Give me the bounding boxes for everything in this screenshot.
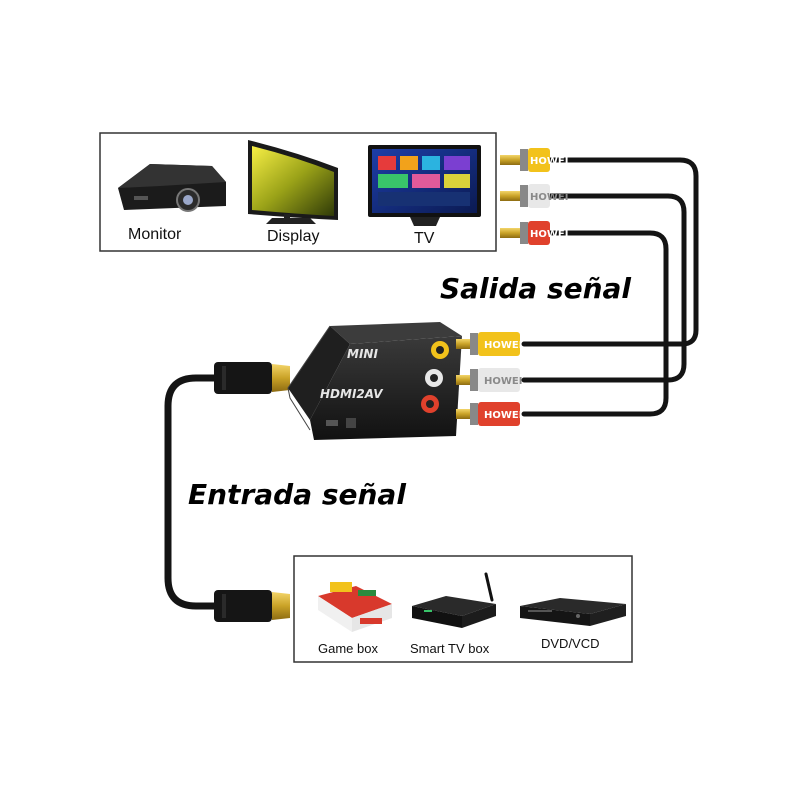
hdmi2av-converter: MINI HDMI2AV <box>287 322 462 440</box>
curved-monitor-icon <box>248 140 338 224</box>
svg-text:HOWEI: HOWEI <box>530 156 568 167</box>
converter-model-top: MINI <box>347 347 378 361</box>
device-label-display: Display <box>267 228 319 245</box>
svg-text:HOWEI: HOWEI <box>530 192 568 203</box>
rca-plug-converter-white: HOWEI <box>456 368 522 392</box>
dvd-player-icon <box>520 598 626 626</box>
rca-plug-top-white: HOWEI <box>500 184 568 208</box>
output-signal-label: Salida señal <box>440 272 631 305</box>
hdmi-cable <box>164 374 228 610</box>
tv-box-icon <box>412 572 496 628</box>
svg-text:HOWEI: HOWEI <box>484 410 522 421</box>
projector-icon <box>118 164 226 212</box>
rca-plug-converter-red: HOWEI <box>456 402 522 426</box>
rca-cable-red <box>521 230 669 417</box>
hdmi-plug-bottom <box>214 590 290 622</box>
device-label-game-box: Game box <box>318 641 378 656</box>
input-devices-panel: Game box Smart TV box DVD/VCD <box>293 555 633 663</box>
device-label-tv: TV <box>414 230 435 247</box>
hdmi-plug-top <box>214 362 290 394</box>
rca-plug-top-yellow: HOWEI <box>500 148 568 172</box>
svg-text:HOWEI: HOWEI <box>484 340 522 351</box>
rca-plug-top-red: HOWEI <box>500 221 568 245</box>
smart-tv-icon <box>368 145 481 226</box>
usb-port <box>326 420 338 426</box>
rca-plug-converter-yellow: HOWEI <box>456 332 522 356</box>
device-label-dvd-vcd: DVD/VCD <box>541 636 600 651</box>
rca-cable-yellow <box>521 157 699 347</box>
rca-plugs-top: HOWEI HOWEI HOWEI <box>500 148 568 245</box>
device-label-smart-tv-box: Smart TV box <box>410 641 490 656</box>
mode-switch <box>346 418 356 428</box>
converter-model-main: HDMI2AV <box>320 387 384 401</box>
svg-text:HOWEI: HOWEI <box>530 229 568 240</box>
device-label-monitor: Monitor <box>128 226 182 243</box>
output-devices-panel: Monitor Display TV <box>99 132 497 252</box>
game-box-icon <box>318 582 392 632</box>
rca-cable-white <box>521 193 687 383</box>
input-signal-label: Entrada señal <box>188 478 406 511</box>
svg-text:HOWEI: HOWEI <box>484 376 522 387</box>
rca-cables <box>521 157 699 417</box>
rca-plugs-converter: HOWEI HOWEI HOWEI <box>456 332 522 426</box>
